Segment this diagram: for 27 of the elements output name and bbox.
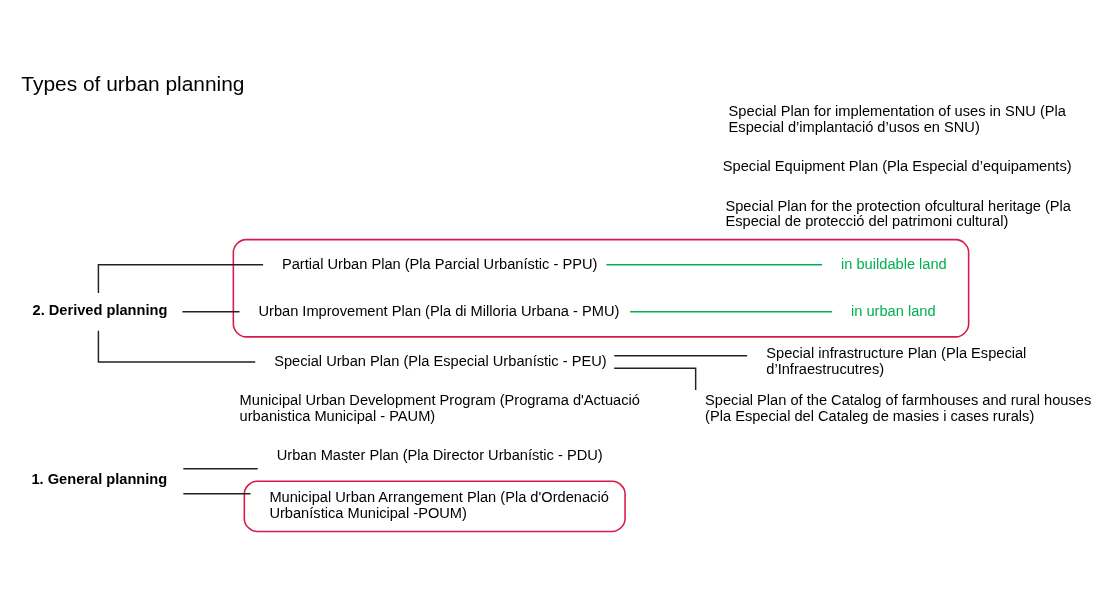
node-text: Special Plan for implementation of uses in SNU (Pla Especial d’implantació d’usos en SNU): [728, 102, 1066, 135]
node-text: Special infrastructure Plan (Pla Especial d’Infraestrucutres): [766, 344, 1027, 377]
cluster: [232, 238, 970, 338]
node-text: Urban Master Plan (Pla Director Urbanístic - PDU): [276, 446, 603, 463]
connector: [605, 263, 823, 265]
node-text: Partial Urban Plan (Pla Parcial Urbanístic - PPU): [281, 255, 598, 272]
connector: [182, 467, 259, 469]
connector: [613, 354, 748, 356]
cluster: [243, 479, 626, 532]
node-text: in buildable land: [841, 255, 947, 272]
node-text: 1. General planning: [31, 470, 168, 487]
node-text: Special Plan of the Catalog of farmhouses and rural houses (Pla Especial del Cataleg de masies i cases rurals): [705, 391, 1092, 424]
connector: [97, 329, 256, 363]
node-text: Municipal Urban Arrangement Plan (Pla d'Ordenació Urbanística Municipal -POUM): [269, 488, 609, 521]
connector: [182, 492, 252, 495]
node-text: Urban Improvement Plan (Pla di Milloria Urbana - PMU): [258, 302, 620, 319]
connector: [613, 367, 697, 391]
node-text: Special Equipment Plan (Pla Especial d’equipaments): [722, 157, 1072, 174]
connector: [629, 310, 833, 313]
node-text: Special Plan for the protection ofcultural heritage (Pla Especial de protecció del patrimoni cultural): [725, 197, 1071, 229]
diagram-title: Types of urban planning: [21, 71, 245, 95]
node-text: Municipal Urban Development Program (Programa d'Actuació urbanistica Municipal - PAUM): [239, 391, 640, 424]
connector: [181, 310, 241, 313]
node-text: 2. Derived planning: [32, 301, 168, 318]
node-text: in urban land: [850, 302, 936, 319]
connector: [97, 263, 264, 294]
node-text: Special Urban Plan (Pla Especial Urbanístic - PEU): [274, 352, 607, 369]
